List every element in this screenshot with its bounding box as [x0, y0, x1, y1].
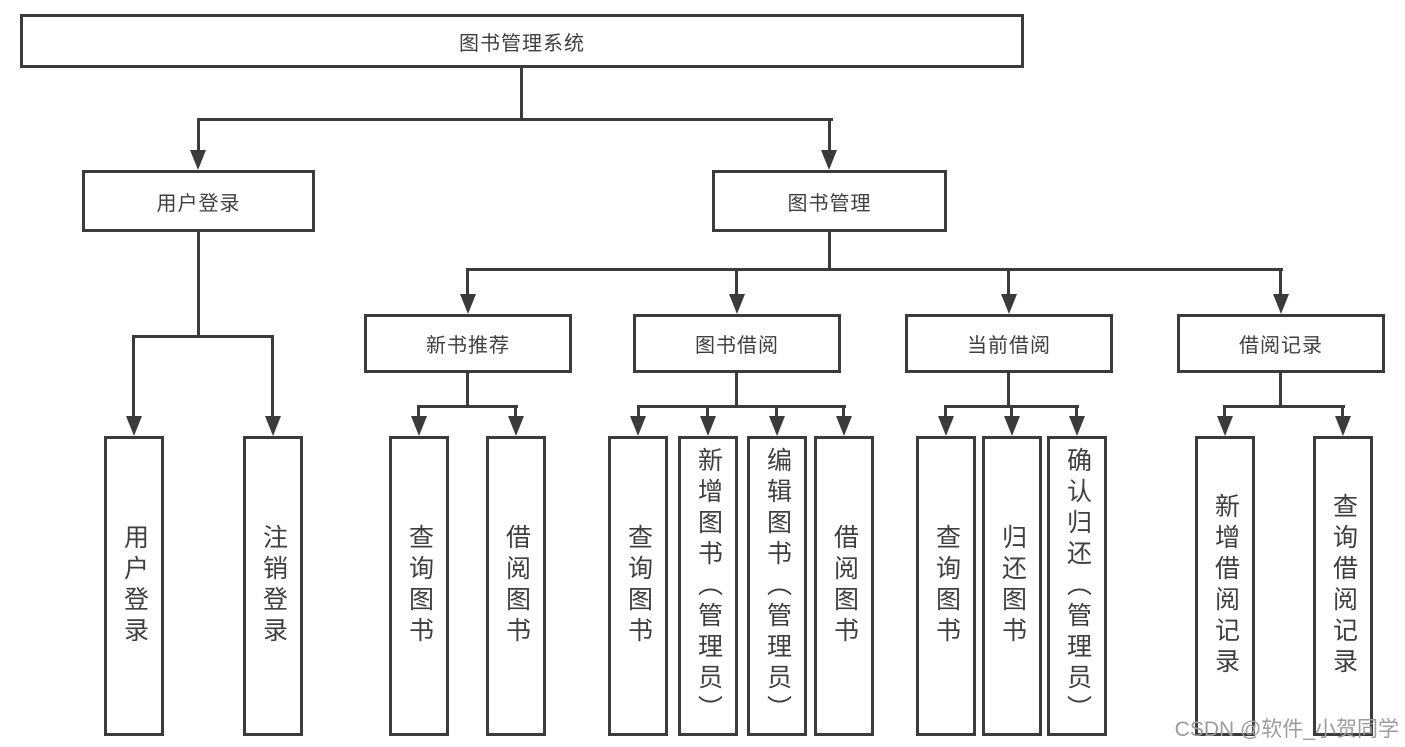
arrow-bb-leaf4-icon: [836, 416, 852, 436]
node-borrow-records-label: 借阅记录: [1239, 335, 1323, 357]
connector-book-mgmt-hbar: [466, 268, 1283, 271]
node-bb-query-books: 查询图书: [608, 436, 668, 736]
node-br-query-record: 查询借阅记录: [1313, 436, 1373, 736]
arrow-nb-leaf1-icon: [411, 416, 427, 436]
arrow-to-user-login-icon: [190, 150, 206, 170]
connector-bb-leaf1: [637, 405, 640, 418]
connector-br-leaf2: [1341, 405, 1344, 418]
node-nb-borrow-books: 借阅图书: [486, 436, 546, 736]
node-logout-leaf-label: 注销登录: [259, 524, 288, 648]
node-cb-confirm-return-admin-label: 确认归还（管理员）: [1063, 446, 1092, 726]
node-user-login-label: 用户登录: [156, 192, 241, 215]
node-bb-borrow-books: 借阅图书: [814, 436, 874, 736]
connector-to-current-borrow: [1007, 268, 1010, 296]
connector-to-book-borrow: [735, 268, 738, 296]
connector-cb-leaf2: [1010, 405, 1013, 418]
arrow-to-login-leaf-icon: [126, 416, 142, 436]
node-root: 图书管理系统: [20, 14, 1024, 68]
node-current-borrow-label: 当前借阅: [967, 335, 1051, 357]
connector-cb-leaf1: [944, 405, 947, 418]
connector-to-new-book: [466, 268, 469, 296]
connector-current-borrow-stem: [1007, 371, 1010, 408]
arrow-to-logout-leaf-icon: [265, 416, 281, 436]
connector-bb-leaf4: [842, 405, 845, 418]
connector-root-hbar: [197, 118, 833, 121]
connector-new-book-hbar: [417, 405, 518, 408]
arrow-br-leaf2-icon: [1335, 416, 1351, 436]
node-root-label: 图书管理系统: [459, 32, 585, 55]
arrow-cb-leaf3-icon: [1069, 416, 1085, 436]
node-br-query-record-label: 查询借阅记录: [1329, 493, 1358, 679]
node-br-add-record-label: 新增借阅记录: [1211, 493, 1240, 679]
node-bb-edit-book-admin: 编辑图书（管理员）: [747, 436, 807, 736]
arrow-cb-leaf2-icon: [1004, 416, 1020, 436]
connector-book-borrow-hbar: [637, 405, 846, 408]
connector-to-book-mgmt: [828, 118, 831, 154]
node-user-login-leaf: 用户登录: [104, 436, 164, 736]
connector-borrow-records-stem: [1279, 371, 1282, 408]
node-br-add-record: 新增借阅记录: [1195, 436, 1255, 736]
connector-br-leaf1: [1223, 405, 1226, 418]
arrow-cb-leaf1-icon: [938, 416, 954, 436]
connector-book-mgmt-stem: [828, 231, 831, 271]
connector-bb-leaf2: [706, 405, 709, 418]
arrow-to-book-mgmt-icon: [821, 150, 837, 170]
node-book-management-label: 图书管理: [787, 192, 872, 215]
node-bb-add-book-admin: 新增图书（管理员）: [678, 436, 738, 736]
node-cb-query-books: 查询图书: [916, 436, 976, 736]
watermark: CSDN @软件_小贺同学: [1174, 718, 1399, 741]
arrow-br-leaf1-icon: [1217, 416, 1233, 436]
arrow-bb-leaf3-icon: [769, 416, 785, 436]
node-borrow-records: 借阅记录: [1177, 314, 1385, 373]
node-logout-leaf: 注销登录: [243, 436, 303, 736]
node-user-login-leaf-label: 用户登录: [120, 524, 149, 648]
arrow-to-new-book-icon: [460, 294, 476, 314]
connector-borrow-records-hbar: [1223, 405, 1345, 408]
connector-to-borrow-records: [1279, 268, 1282, 296]
connector-to-login-leaf: [132, 335, 135, 418]
connector-root-stem: [520, 67, 523, 120]
connector-to-user-login: [197, 118, 200, 154]
node-nb-borrow-books-label: 借阅图书: [502, 524, 531, 648]
connector-user-login-hbar: [132, 335, 274, 338]
node-book-borrow: 图书借阅: [633, 314, 841, 373]
arrow-nb-leaf2-icon: [508, 416, 524, 436]
connector-nb-leaf1: [417, 405, 420, 418]
node-cb-return-book: 归还图书: [982, 436, 1042, 736]
node-new-book-recommend-label: 新书推荐: [426, 335, 510, 357]
node-book-borrow-label: 图书借阅: [695, 335, 779, 357]
node-bb-add-book-admin-label: 新增图书（管理员）: [694, 446, 723, 726]
connector-user-login-stem: [197, 231, 200, 338]
node-cb-confirm-return-admin: 确认归还（管理员）: [1047, 436, 1107, 736]
arrow-bb-leaf2-icon: [700, 416, 716, 436]
arrow-to-current-borrow-icon: [1001, 294, 1017, 314]
node-nb-query-books: 查询图书: [389, 436, 449, 736]
node-bb-edit-book-admin-label: 编辑图书（管理员）: [763, 446, 792, 726]
node-cb-query-books-label: 查询图书: [932, 524, 961, 648]
connector-cb-leaf3: [1075, 405, 1078, 418]
connector-nb-leaf2: [514, 405, 517, 418]
connector-book-borrow-stem: [735, 371, 738, 408]
connector-new-book-stem: [466, 371, 469, 408]
arrow-bb-leaf1-icon: [630, 416, 646, 436]
arrow-to-book-borrow-icon: [729, 294, 745, 314]
connector-bb-leaf3: [775, 405, 778, 418]
node-cb-return-book-label: 归还图书: [998, 524, 1027, 648]
node-user-login: 用户登录: [82, 170, 315, 232]
node-bb-borrow-books-label: 借阅图书: [830, 524, 859, 648]
node-book-management: 图书管理: [712, 170, 947, 232]
arrow-to-borrow-records-icon: [1273, 294, 1289, 314]
node-new-book-recommend: 新书推荐: [364, 314, 572, 373]
node-nb-query-books-label: 查询图书: [405, 524, 434, 648]
node-bb-query-books-label: 查询图书: [624, 524, 653, 648]
connector-to-logout-leaf: [271, 335, 274, 418]
node-current-borrow: 当前借阅: [905, 314, 1113, 373]
